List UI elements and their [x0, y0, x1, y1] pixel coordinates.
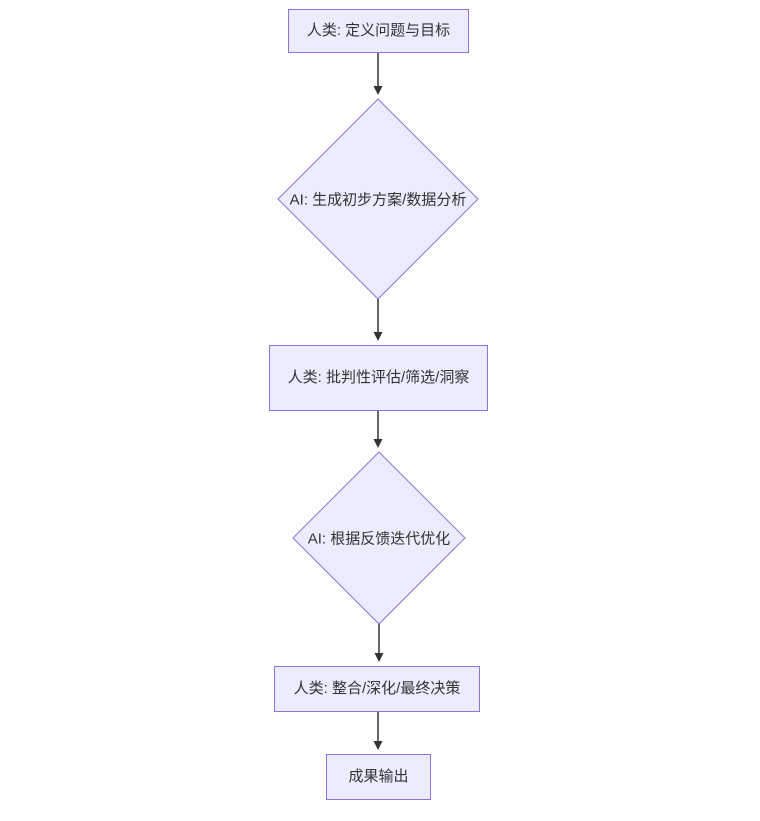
node-ai-initial-generation-label: AI: 生成初步方案/数据分析 — [289, 191, 467, 209]
node-label: 人类: 定义问题与目标 — [306, 22, 451, 39]
node-output: 成果输出 — [326, 754, 431, 800]
node-human-integrate-decide: 人类: 整合/深化/最终决策 — [274, 666, 480, 712]
node-label: 人类: 整合/深化/最终决策 — [293, 680, 461, 697]
node-label: 成果输出 — [348, 768, 409, 785]
node-human-define-goals: 人类: 定义问题与目标 — [288, 9, 469, 53]
node-ai-iterate-optimize-label: AI: 根据反馈迭代优化 — [307, 530, 451, 548]
node-label: 人类: 批判性评估/筛选/洞察 — [287, 369, 470, 386]
node-human-critical-evaluation: 人类: 批判性评估/筛选/洞察 — [269, 345, 488, 411]
